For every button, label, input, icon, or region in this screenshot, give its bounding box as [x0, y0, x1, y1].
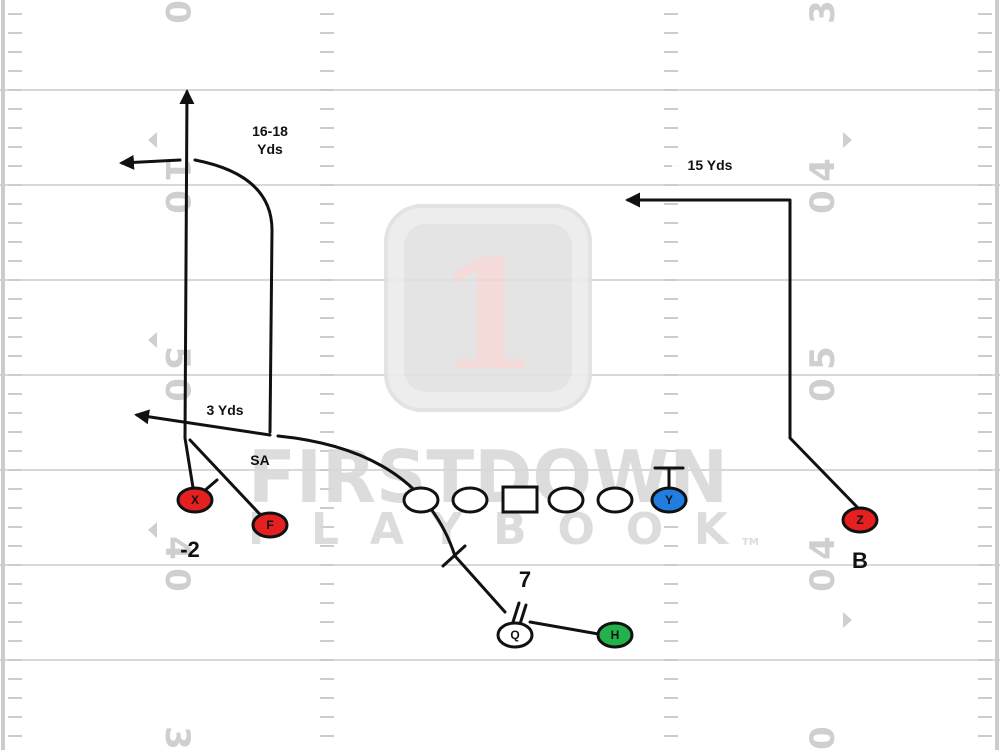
snap-mark — [518, 603, 528, 626]
player-q-marker — [496, 621, 534, 649]
yard-number: 0 — [157, 378, 197, 402]
yard-number: 4 — [803, 536, 843, 560]
q-route — [276, 434, 507, 614]
h-route — [528, 620, 606, 637]
z-route — [625, 192, 862, 512]
sight-adjust-label: SA — [250, 452, 269, 468]
motion-minus-two: -2 — [180, 537, 200, 562]
x-route — [179, 89, 197, 502]
q-block-tee — [441, 544, 467, 568]
player-z: Z — [841, 506, 879, 534]
player-z-marker — [841, 506, 879, 534]
yard-number: 4 — [803, 158, 843, 182]
f-route-out — [134, 409, 272, 437]
player-z-label: Z — [856, 513, 863, 527]
yard-number: 0 — [803, 190, 843, 214]
player-h-label: H — [611, 628, 620, 642]
hash-marks — [8, 13, 992, 737]
routes — [119, 89, 862, 637]
f-route-top-out — [119, 154, 182, 170]
player-y-marker — [650, 486, 688, 514]
f-depth-label: 3 Yds — [206, 402, 243, 418]
yard-number: 0 — [803, 568, 843, 592]
snap-count: 7 — [519, 567, 531, 592]
player-y: Y — [650, 486, 688, 514]
snap-mark — [511, 601, 521, 624]
center — [501, 485, 539, 514]
yard-number: 3 — [803, 0, 843, 24]
yard-number: 0 — [157, 568, 197, 592]
b-tag: B — [852, 548, 868, 573]
player-x-marker — [176, 486, 214, 514]
x-depth-label-line1: 16-18 — [252, 123, 288, 139]
lineman — [596, 486, 634, 514]
label-box-x — [235, 112, 305, 167]
lineman — [402, 486, 440, 514]
player-q-label: Q — [510, 628, 519, 642]
logo-digit: 1 — [436, 228, 540, 404]
firstdown-watermark: 1 FIRSTDOWN PLAYBOOK TM — [248, 204, 759, 555]
player-f-marker — [251, 511, 289, 539]
yard-number: 0 — [157, 0, 197, 24]
yard-number: 0 — [803, 378, 843, 402]
player-f-label: F — [266, 518, 273, 532]
label-box-z — [672, 148, 750, 180]
player-y-label: Y — [665, 493, 673, 507]
player-q: Q — [496, 621, 534, 649]
yard-number: 5 — [157, 346, 197, 370]
lineman — [547, 486, 585, 514]
f-route-release — [188, 438, 272, 527]
yard-number: 3 — [157, 726, 197, 750]
f-route-vertical — [193, 158, 274, 434]
yard-number: 0 — [157, 190, 197, 214]
yard-number: 4 — [157, 536, 197, 560]
player-f: F — [251, 511, 289, 539]
yard-number: 5 — [803, 346, 843, 370]
player-h: H — [596, 621, 634, 649]
yard-number: 0 — [803, 726, 843, 750]
lineman — [451, 486, 489, 514]
yard-direction-arrows — [148, 132, 852, 628]
player-x-label: X — [191, 493, 199, 507]
watermark-trademark: TM — [742, 537, 759, 548]
watermark-firstdown: FIRSTDOWN — [248, 435, 728, 519]
player-h-marker — [596, 621, 634, 649]
z-depth-label: 15 Yds — [688, 157, 733, 173]
offensive-line — [402, 485, 634, 514]
player-x: X — [176, 486, 214, 514]
x-depth-label-line2: Yds — [257, 141, 283, 157]
